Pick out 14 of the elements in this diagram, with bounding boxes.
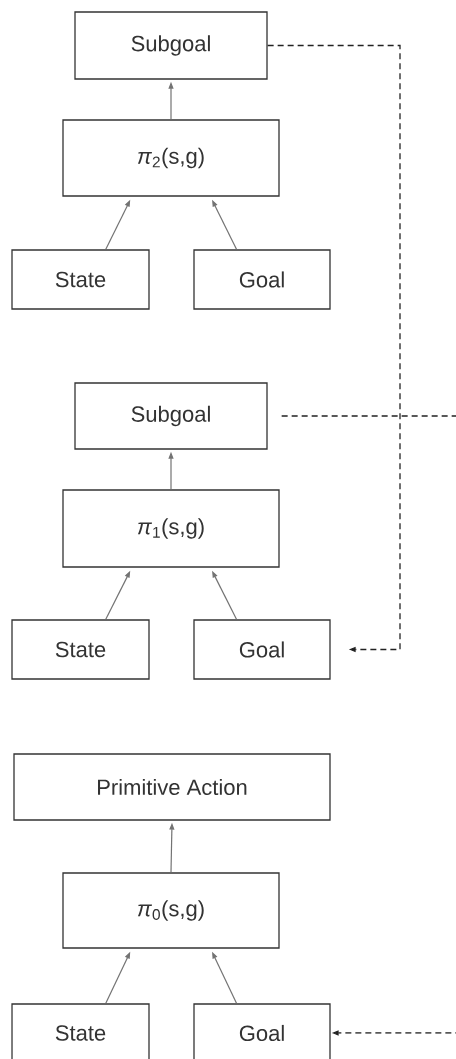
process-box: State [11,619,150,680]
process-box: Subgoal [74,11,268,80]
process-box: Goal [193,1003,331,1059]
process-box: π$_{0}$(s,g) [62,872,280,949]
arrow [281,415,456,1036]
arrow [267,44,401,653]
process-box: State [11,1003,150,1059]
process-box: π$_{1}$(s,g) [62,489,280,568]
process-box: Goal [193,619,331,680]
process-box: π$_{2}$(s,g) [62,119,280,197]
process-box: State [11,249,150,310]
process-box: Primitive Action [13,753,331,821]
process-box: Subgoal [74,382,268,450]
process-box: Goal [193,249,331,310]
